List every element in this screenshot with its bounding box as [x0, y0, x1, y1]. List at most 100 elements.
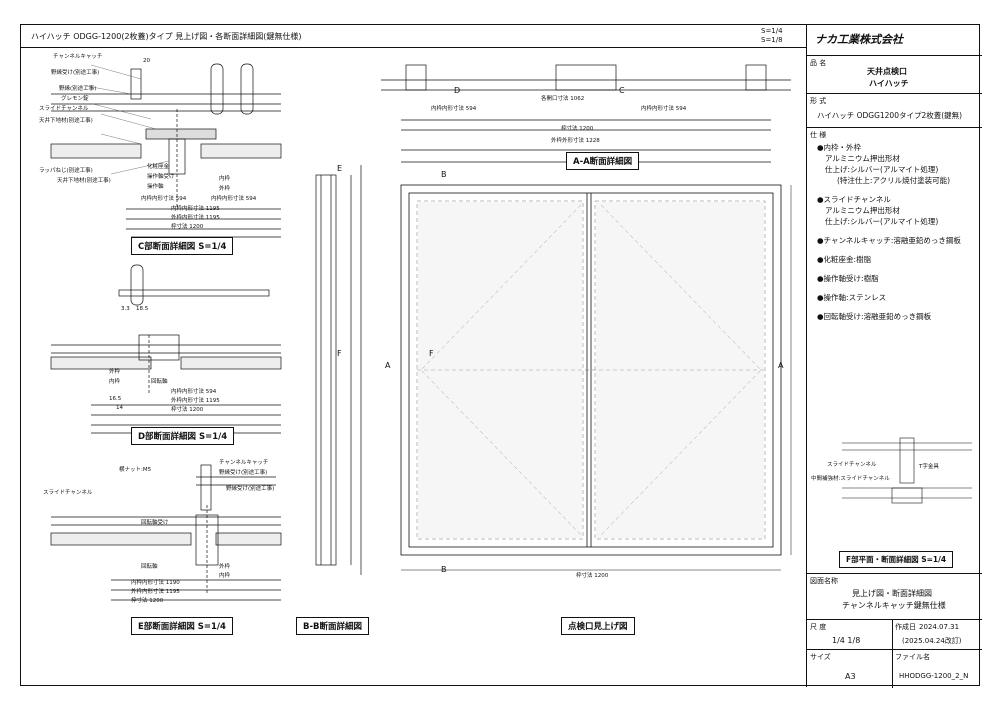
- spec-label: 仕 様: [810, 131, 827, 139]
- name-row: 品 名 天井点検口 ハイハッチ: [807, 55, 982, 94]
- bb-marker-e: E: [337, 164, 343, 173]
- scale-value: 1/4 1/8: [832, 636, 861, 645]
- e-label-nobuchi-uke-2: 野縁受け(別途工事): [226, 486, 275, 492]
- plan-caption: 点検口見上げ図: [561, 617, 635, 635]
- bb-section-drawing: [315, 165, 362, 575]
- aa-dim-594a: 内枠内形寸法 594: [431, 106, 477, 112]
- spec-item: ●チャンネルキャッチ:溶融亜鉛めっき鋼板: [817, 236, 961, 245]
- drawing-name-line1: 見上げ図・断面詳細図: [852, 589, 932, 598]
- aa-marker-c: C: [619, 86, 625, 95]
- e-label-channel-catch: チャンネルキャッチ: [219, 460, 269, 466]
- file-value: HHODGG-1200_2_N: [899, 672, 969, 680]
- e-label-inner-frame: 内枠: [219, 573, 231, 579]
- c-label-slide-channel: スライドチャンネル: [39, 106, 89, 112]
- f-label-t-bracket: T字金具: [919, 464, 939, 470]
- c-dim-20: 20: [143, 58, 150, 64]
- c-dim-594: 内枠内形寸法 594: [141, 196, 187, 202]
- plan-marker-a-right: A: [778, 361, 784, 370]
- d-dim-594: 内枠内形寸法 594: [171, 389, 217, 395]
- size-row: サイズ A3 ファイル名 HHODGG-1200_2_N: [807, 649, 982, 688]
- e-dim-1195: 外枠内形寸法 1195: [131, 589, 180, 595]
- scale-row: 尺 度 1/4 1/8 作成日 2024.07.31 (2025.04.24改訂…: [807, 619, 982, 650]
- spec-item: アルミニウム押出形材: [825, 154, 900, 163]
- c-label-washer: 化粧座金: [147, 164, 170, 170]
- e-label-nut: 横ナット:M5: [119, 467, 152, 473]
- e-label-nobuchi-uke: 野縁受け(別途工事): [219, 470, 268, 476]
- d-dim-14: 14: [116, 405, 123, 411]
- plan-marker-a-left: A: [385, 361, 391, 370]
- bb-section-caption: B-B断面詳細図: [296, 617, 369, 635]
- spec-item: アルミニウム押出形材: [825, 206, 900, 215]
- aa-section-drawing: [381, 64, 791, 163]
- d-section-caption: D部断面詳細図 S=1/4: [131, 427, 235, 445]
- c-label-gremon: グレモン錠: [61, 96, 89, 102]
- e-dim-1190: 内枠内形寸法 1190: [131, 580, 180, 586]
- d-dim-1195: 外枠内形寸法 1195: [171, 398, 220, 404]
- aa-dim-1062: 各開口寸法 1062: [541, 96, 585, 102]
- model-row: 形 式 ハイハッチ ODGG1200タイプ2枚蓋(鍵無): [807, 93, 982, 124]
- c-label-channel-catch: チャンネルキャッチ: [53, 54, 103, 60]
- c-label-nobuchi: 野縁(別途工事): [59, 86, 97, 92]
- aa-dim-594b: 内枠内形寸法 594: [641, 106, 687, 112]
- company-logo: ナカ工業株式会社: [815, 33, 903, 46]
- drawing-name-row: 図面名称 見上げ図・断面詳細図 チャンネルキャッチ鍵無仕様: [807, 573, 982, 620]
- spec-item: ●化粧座金:樹脂: [817, 255, 872, 264]
- f-label-slide-channel: スライドチャンネル: [827, 462, 877, 468]
- spec-item: ●操作軸受け:樹脂: [817, 274, 879, 283]
- c-section-drawing: [50, 63, 282, 238]
- spec-item: ●スライドチャンネル: [817, 195, 891, 204]
- e-label-slide-channel: スライドチャンネル: [43, 490, 93, 496]
- c-dim-1200: 枠寸法 1200: [171, 224, 204, 230]
- drawing-title: ハイハッチ ODGG-1200(2枚蓋)タイプ 見上げ図・各断面詳細図(鍵無仕様…: [31, 32, 302, 41]
- scale-note-2: S=1/8: [761, 36, 783, 44]
- name-line1: 天井点検口: [867, 67, 907, 76]
- f-detail-caption: F部平面・断面詳細図 S=1/4: [839, 551, 954, 568]
- size-label: サイズ: [810, 653, 831, 661]
- c-dim-outer-1195: 外枠内形寸法 1195: [171, 215, 220, 221]
- c-label-trumpet-screw: ラッパねじ(別途工事): [39, 168, 93, 174]
- f-label-mid-reinforcement: 中間補強材:スライドチャンネル: [811, 476, 890, 482]
- f-detail-drawing: [842, 437, 972, 504]
- c-section-caption: C部断面詳細図 S=1/4: [131, 237, 234, 255]
- date-label: 作成日: [895, 623, 916, 631]
- e-label-outer-frame: 外枠: [219, 564, 231, 570]
- e-label-hinge-shaft: 回転軸: [141, 564, 158, 570]
- spec-item: 仕上げ:シルバー(アルマイト処理): [825, 217, 939, 226]
- d-dim-16-5: 16.5: [109, 396, 122, 402]
- title-divider: [21, 47, 806, 48]
- d-dim-1200: 枠寸法 1200: [171, 407, 204, 413]
- date-revised: (2025.04.24改訂): [902, 637, 962, 645]
- plan-drawing: [400, 184, 792, 571]
- date-value: 2024.07.31: [919, 623, 960, 631]
- c-label-nobuchi-uke: 野縁受け(別途工事): [51, 70, 100, 76]
- scale-note-1: S=1/4: [761, 27, 783, 35]
- plan-marker-b-top: B: [441, 170, 447, 179]
- e-section-drawing: [50, 464, 282, 601]
- d-label-inner-frame: 内枠: [109, 379, 121, 385]
- name-line2: ハイハッチ: [869, 79, 909, 88]
- c-dim-594b: 内枠内形寸法 594: [211, 196, 257, 202]
- spec-item: 仕上げ:シルバー(アルマイト処理): [825, 165, 939, 174]
- scale-label: 尺 度: [810, 623, 827, 631]
- aa-dim-1228: 外枠外形寸法 1228: [551, 138, 600, 144]
- d-section-drawing: [50, 264, 282, 434]
- c-label-ceiling-base: 天井下地材(別途工事): [39, 118, 93, 124]
- plan-marker-b-bottom: B: [441, 565, 447, 574]
- model-value: ハイハッチ ODGG1200タイプ2枚蓋(鍵無): [817, 111, 963, 120]
- e-section-caption: E部断面詳細図 S=1/4: [131, 617, 233, 635]
- c-label-shaft: 操作軸: [147, 184, 164, 190]
- aa-section-caption: A-A断面詳細図: [566, 152, 640, 170]
- spec-row: 仕 様 ●内枠・外枠 アルミニウム押出形材 仕上げ:シルバー(アルマイト処理) …: [807, 127, 982, 504]
- c-label-shaft-bearing: 操作軸受け: [147, 174, 175, 180]
- drawing-name-label: 図面名称: [810, 577, 838, 585]
- size-value: A3: [845, 672, 856, 681]
- title-block: ナカ工業株式会社 品 名 天井点検口 ハイハッチ 形 式 ハイハッチ ODGG1…: [806, 25, 982, 688]
- name-label: 品 名: [810, 59, 827, 67]
- c-label-ceiling-base-2: 天井下地材(別途工事): [57, 178, 111, 184]
- d-dim-18-5: 18.5: [136, 306, 149, 312]
- d-label-hinge-shaft: 回転軸: [151, 379, 168, 385]
- d-label-outer-frame: 外枠: [109, 369, 121, 375]
- aa-dim-1200: 枠寸法 1200: [561, 126, 594, 132]
- spec-item: (特注仕上:アクリル焼付塗装可能): [837, 176, 951, 185]
- spec-list: ●内枠・外枠 アルミニウム押出形材 仕上げ:シルバー(アルマイト処理) (特注仕…: [817, 142, 961, 322]
